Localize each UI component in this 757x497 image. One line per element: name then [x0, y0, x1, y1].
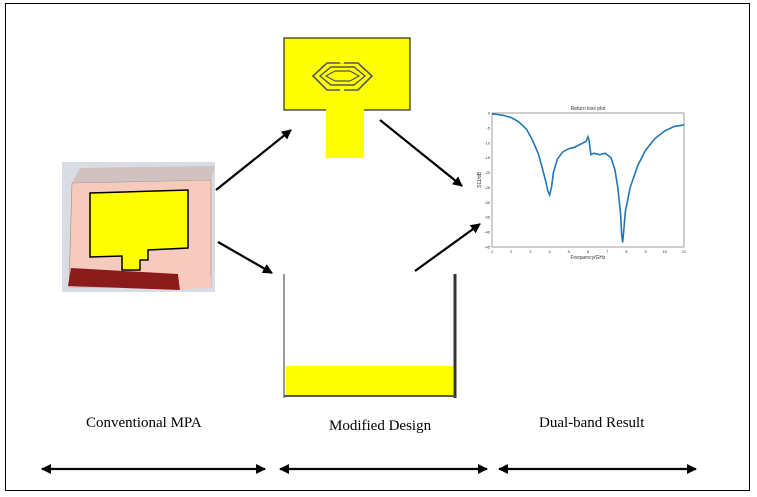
- arrow-bottom-to-result: [414, 223, 481, 272]
- x-tick-label: 2: [510, 249, 513, 254]
- y-tick-label: -10: [484, 140, 491, 145]
- modified-design-top-image: [283, 37, 411, 158]
- chart-xlabel: Frequency/GHz: [570, 255, 606, 261]
- y-tick-label: -40: [484, 230, 491, 235]
- x-tick-label: 10: [663, 249, 668, 254]
- ground-feed: [68, 268, 180, 290]
- x-tick-label: 4: [548, 249, 551, 254]
- x-tick-label: 3: [529, 249, 532, 254]
- conventional-mpa-image: [62, 162, 215, 292]
- x-tick-label: 7: [606, 249, 609, 254]
- chart-ylabel: S11/dB: [477, 171, 483, 188]
- y-tick-label: -35: [484, 215, 491, 220]
- y-tick-label: -30: [484, 200, 491, 205]
- y-tick-label: -5: [486, 125, 490, 130]
- x-tick-label: 5: [568, 249, 571, 254]
- modified-patch: [283, 37, 411, 111]
- inner-hex-ring: [324, 70, 361, 82]
- return-loss-chart: Return loss plot Frequency/GHz S11/dB 1 2…: [477, 106, 687, 261]
- x-tick-label: 11: [682, 249, 687, 254]
- caption-modified-design: Modified Design: [329, 418, 432, 434]
- modified-feedline: [326, 109, 364, 158]
- caption-dual-band-result: Dual-band Result: [539, 415, 645, 431]
- middle-hex-ring: [318, 66, 367, 86]
- modified-design-bottom-image: [283, 274, 457, 398]
- y-tick-label: 0: [488, 111, 491, 116]
- outer-hex-ring: [311, 62, 374, 91]
- s11-curve: [491, 113, 685, 243]
- arrow-mpa-to-top: [215, 129, 292, 191]
- x-tick-label: 8: [625, 249, 628, 254]
- figure-frame: [5, 3, 750, 491]
- plot-area: [491, 112, 685, 248]
- ground-plane: [286, 366, 453, 395]
- arrow-mpa-to-bottom: [217, 241, 273, 274]
- x-tick-labels: 1 2 3 4 5 6 7 8 9 10 11: [491, 249, 687, 254]
- x-tick-label: 9: [644, 249, 647, 254]
- chart-title: Return loss plot: [571, 106, 606, 112]
- square-patch: [89, 189, 189, 271]
- arrow-top-to-result: [379, 119, 463, 187]
- y-tick-label: -15: [484, 155, 491, 160]
- y-tick-label: -45: [484, 245, 491, 250]
- x-tick-label: 6: [587, 249, 590, 254]
- y-tick-label: -20: [484, 170, 491, 175]
- y-tick-label: -25: [484, 185, 491, 190]
- caption-conventional-mpa: Conventional MPA: [86, 415, 202, 431]
- x-tick-label: 1: [491, 249, 494, 254]
- flow-arrows: [215, 119, 481, 274]
- y-tick-labels: 0 -5 -10 -15 -20 -25 -30 -35 -40 -45: [484, 111, 491, 250]
